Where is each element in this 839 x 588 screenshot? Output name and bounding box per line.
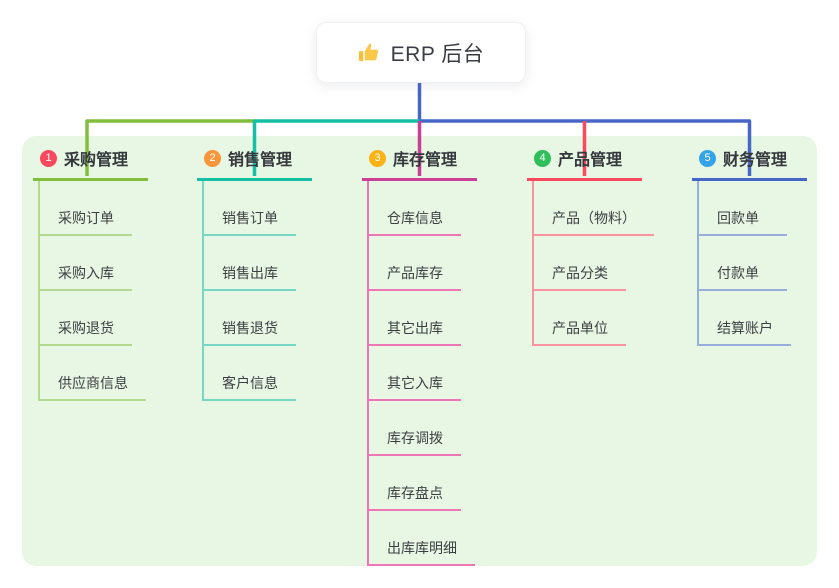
branch-children: 采购订单 采购入库 采购退货 供应商信息 [38,181,148,401]
child-node[interactable]: 库存调拨 [367,401,461,456]
branch-number-badge: 4 [534,149,551,167]
child-node[interactable]: 采购退货 [38,291,132,346]
branch-children: 产品（物料） 产品分类 产品单位 [532,181,654,346]
branch-connector-line [367,181,369,566]
child-node[interactable]: 其它入库 [367,346,461,401]
thumbs-up-icon [358,41,381,64]
child-node[interactable]: 结算账户 [697,291,791,346]
branch-title: 销售管理 [228,152,293,169]
branches-panel [22,136,817,566]
child-node[interactable]: 供应商信息 [38,346,146,401]
branch-header-finance[interactable]: 5 财务管理 [692,146,807,181]
branch-children: 仓库信息 产品库存 其它出库 其它入库 库存调拨 库存盘点 出库库明细 [367,181,477,566]
branch-column-sales: 2 销售管理 销售订单 销售出库 销售退货 客户信息 [197,146,312,401]
branch-header-sales[interactable]: 2 销售管理 [197,146,312,181]
branch-connector-line [532,181,534,346]
child-node[interactable]: 客户信息 [202,346,296,401]
child-node[interactable]: 产品库存 [367,236,461,291]
branch-title: 采购管理 [64,152,129,169]
child-node[interactable]: 销售退货 [202,291,296,346]
branch-number-badge: 1 [40,149,57,167]
child-node[interactable]: 销售出库 [202,236,296,291]
child-node[interactable]: 产品单位 [532,291,626,346]
child-node[interactable]: 出库库明细 [367,511,475,566]
branch-column-finance: 5 财务管理 回款单 付款单 结算账户 [692,146,807,346]
branch-number-badge: 5 [699,149,716,167]
branch-header-inventory[interactable]: 3 库存管理 [362,146,477,181]
branch-header-product[interactable]: 4 产品管理 [527,146,642,181]
branch-connector-line [202,181,204,401]
branch-connector-line [697,181,699,346]
child-node[interactable]: 采购入库 [38,236,132,291]
child-node[interactable]: 产品（物料） [532,181,654,236]
child-node[interactable]: 销售订单 [202,181,296,236]
child-node[interactable]: 产品分类 [532,236,626,291]
root-title: ERP 后台 [390,42,485,66]
branch-column-purchase: 1 采购管理 采购订单 采购入库 采购退货 供应商信息 [33,146,148,401]
branch-column-product: 4 产品管理 产品（物料） 产品分类 产品单位 [527,146,654,346]
child-node[interactable]: 库存盘点 [367,456,461,511]
branch-title: 财务管理 [723,152,788,169]
branch-children: 回款单 付款单 结算账户 [697,181,807,346]
branch-children: 销售订单 销售出库 销售退货 客户信息 [202,181,312,401]
child-node[interactable]: 采购订单 [38,181,132,236]
branch-title: 产品管理 [558,152,623,169]
branch-number-badge: 3 [369,149,386,167]
child-node[interactable]: 回款单 [697,181,787,236]
child-node[interactable]: 付款单 [697,236,787,291]
branch-title: 库存管理 [393,152,458,169]
branch-column-inventory: 3 库存管理 仓库信息 产品库存 其它出库 其它入库 库存调拨 库存盘点 出库库… [362,146,477,566]
child-node[interactable]: 其它出库 [367,291,461,346]
branch-number-badge: 2 [204,149,221,167]
child-node[interactable]: 仓库信息 [367,181,461,236]
branch-connector-line [38,181,40,401]
branch-header-purchase[interactable]: 1 采购管理 [33,146,148,181]
root-node[interactable]: ERP 后台 [316,22,526,83]
